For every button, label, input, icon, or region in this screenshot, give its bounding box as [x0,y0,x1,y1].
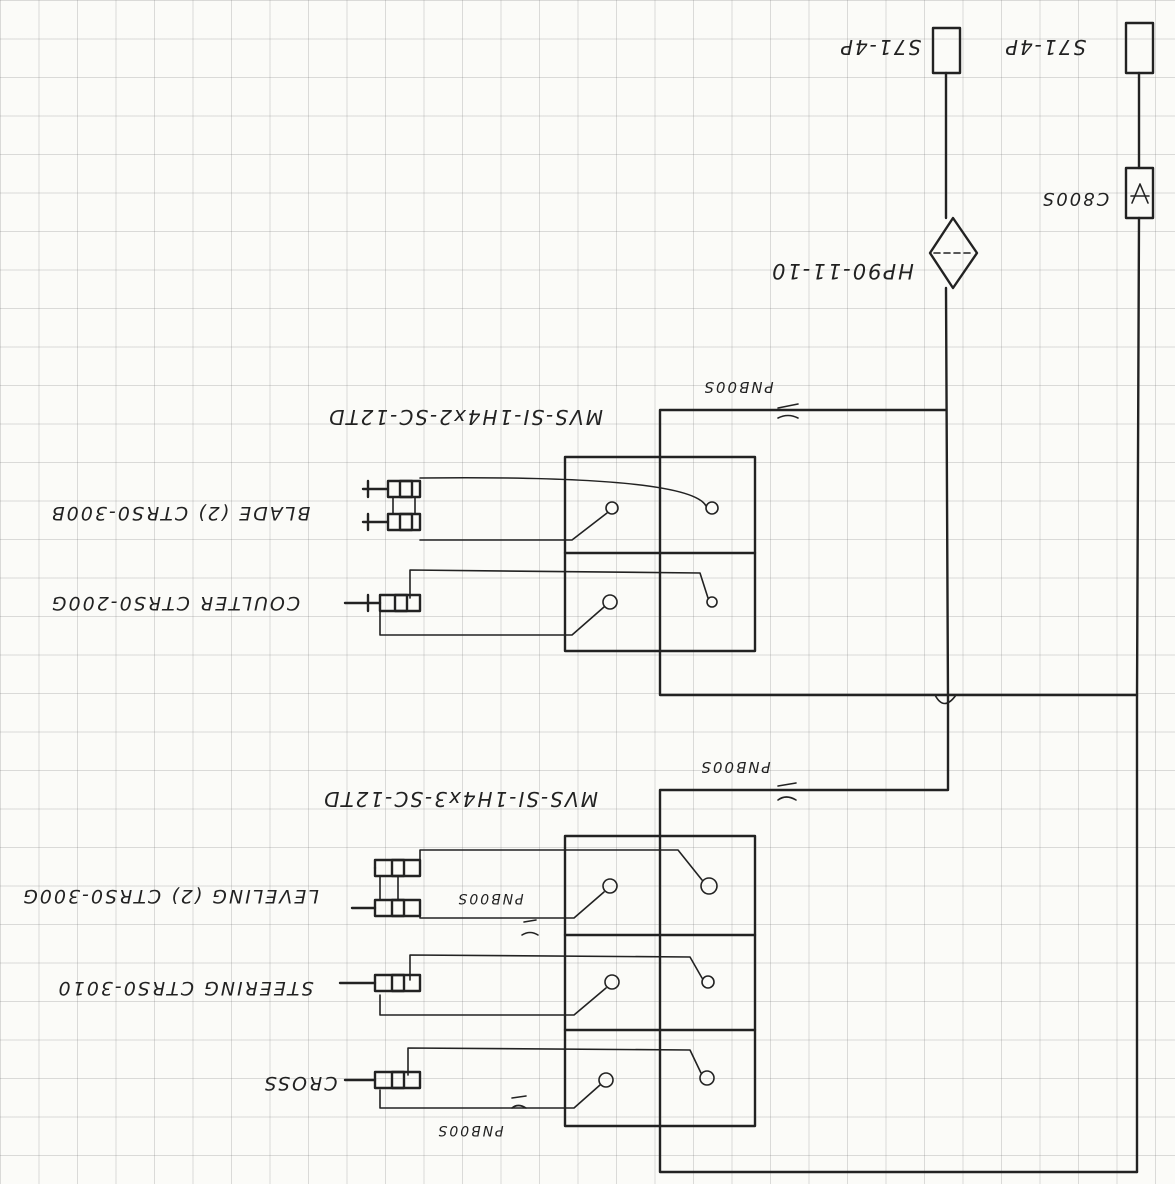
drain-symbol-icon [777,403,799,419]
coulter-label: COULTER CTRS0-200G [50,592,300,614]
cylinder-icon [343,593,422,613]
blade-label: BLADE (2) CTRS0-300B [50,502,311,524]
upper-drain-label: PNB00S [702,378,773,396]
drain-symbol-icon [777,782,797,801]
cross-drain-label: PNB00S [436,1122,503,1138]
leveling-label: LEVELING (2) CTRS0-300G [21,885,319,907]
cylinder-icon [361,479,422,499]
leveling-drain-label: PNB00S [456,890,523,906]
port-label-b: S71-4P [839,35,921,59]
cylinder-icon [373,858,422,878]
drain-symbol-icon [521,919,539,936]
pressure-line [658,71,1139,1174]
upper-manifold-label: MVS-SI-1H4x2-SC-12TD [327,405,603,429]
port-box-icon [1124,21,1155,75]
cylinder-icon [350,875,422,918]
filter-diamond-icon [928,216,979,290]
solenoid-valve-icon [379,455,757,653]
steering-label: STEERING CTRS0-3010 [57,977,314,999]
port-label-a: S71-4P [1004,35,1086,59]
cross-label: CROSS [263,1072,338,1094]
solenoid-valve-icon [379,834,757,1128]
upper-manifold-lines [658,408,1139,705]
cylinder-icon [361,496,422,532]
lower-manifold-label: MVS-SI-1H4x3-SC-12TD [322,787,598,811]
filter-label: HP90-11-10 [770,259,914,283]
check-valve-label: C800S [1041,188,1109,209]
cylinder-icon [343,1070,422,1090]
port-box-icon [931,26,962,75]
drain-symbol-icon [511,1095,527,1109]
return-line [1135,71,1141,1174]
check-valve-icon [1124,166,1155,220]
lower-drain-label: PNB00S [699,758,770,776]
cylinder-icon [338,973,422,993]
